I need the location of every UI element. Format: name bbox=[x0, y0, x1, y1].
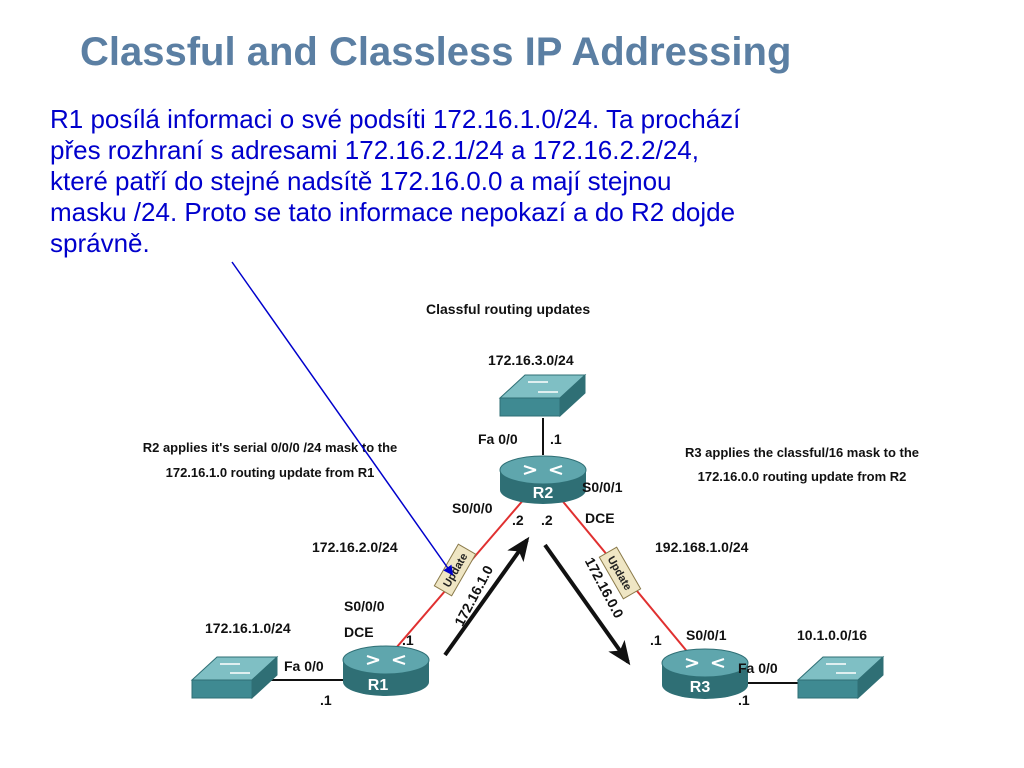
network-label: 172.16.3.0/24 bbox=[488, 352, 574, 368]
body-line: správně. bbox=[50, 228, 150, 258]
body-line: přes rozhraní s adresami 172.16.2.1/24 a… bbox=[50, 135, 699, 165]
interface-label: S0/0/0 bbox=[452, 500, 493, 516]
interface-label: Fa 0/0 bbox=[478, 431, 518, 447]
dce-label: DCE bbox=[585, 510, 615, 526]
host-label: .2 bbox=[512, 512, 524, 528]
router-icon: R1 bbox=[342, 645, 430, 696]
r3-note-line: 172.16.0.0 routing update from R2 bbox=[698, 469, 907, 484]
router-icon: R3 bbox=[661, 648, 749, 699]
router-r2-label: R2 bbox=[533, 485, 554, 502]
body-line: masku /24. Proto se tato informace nepok… bbox=[50, 197, 736, 227]
update-arrow-r2-to-r3 bbox=[543, 543, 631, 666]
host-label: .1 bbox=[550, 431, 562, 447]
host-label: .1 bbox=[320, 692, 332, 708]
callout-arrow bbox=[231, 261, 454, 576]
router-r3-label: R3 bbox=[690, 679, 711, 696]
interface-label: Fa 0/0 bbox=[738, 660, 778, 676]
interface-label: S0/0/0 bbox=[344, 598, 385, 614]
diagram-title: Classful routing updates bbox=[426, 301, 590, 317]
switch-icon bbox=[796, 655, 885, 700]
host-label: .1 bbox=[402, 632, 414, 648]
host-label: .1 bbox=[738, 692, 750, 708]
r2-note-line: 172.16.1.0 routing update from R1 bbox=[166, 465, 375, 480]
update-arrow-r1-to-r2 bbox=[443, 536, 530, 657]
network-label: 172.16.2.0/24 bbox=[312, 539, 398, 555]
r3-note-line: R3 applies the classful/16 mask to the bbox=[685, 445, 919, 460]
body-line: R1 posílá informaci o své podsíti 172.16… bbox=[50, 104, 741, 134]
host-label: .1 bbox=[650, 632, 662, 648]
network-label: 192.168.1.0/24 bbox=[655, 539, 749, 555]
body-line: které patří do stejné nadsítě 172.16.0.0… bbox=[50, 166, 672, 196]
host-label: .2 bbox=[541, 512, 553, 528]
r2-note-line: R2 applies it's serial 0/0/0 /24 mask to… bbox=[143, 440, 398, 455]
network-label: 172.16.1.0/24 bbox=[205, 620, 291, 636]
interface-label: S0/0/1 bbox=[686, 627, 727, 643]
slide-body-text: R1 posílá informaci o své podsíti 172.16… bbox=[50, 104, 990, 259]
network-label: 10.1.0.0/16 bbox=[797, 627, 867, 643]
dce-label: DCE bbox=[344, 624, 374, 640]
switch-icon bbox=[190, 655, 279, 700]
switch-icon bbox=[498, 373, 587, 418]
router-r1-label: R1 bbox=[368, 677, 389, 694]
router-icon: R2 bbox=[499, 455, 587, 504]
interface-label: Fa 0/0 bbox=[284, 658, 324, 674]
slide-title: Classful and Classless IP Addressing bbox=[80, 30, 792, 74]
interface-label: S0/0/1 bbox=[582, 479, 623, 495]
